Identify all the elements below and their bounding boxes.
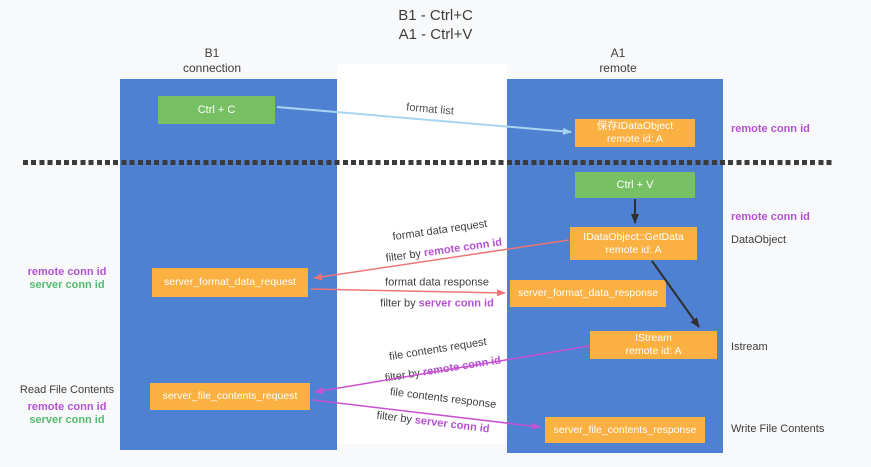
node-ctrl-c: Ctrl + C [158,96,275,124]
column-header-a1: A1 remote [538,46,698,76]
node-save-idataobject-line1: 保存IDataObject [596,120,674,132]
annotation-server-conn-id-left: server conn id [29,279,105,291]
column-b1-role: connection [182,61,242,75]
annotation-read-file-contents: Read File Contents [19,384,115,396]
node-save-idataobject: 保存IDataObject remote id: A [575,119,695,147]
node-istream-line2: remote id: A [625,345,682,357]
title-line-a1: A1 - Ctrl+V [398,26,473,43]
title-line-b1: B1 - Ctrl+C [398,7,473,24]
node-server-file-contents-request: server_file_contents_request [150,383,310,410]
node-server-format-data-response-label: server_format_data_response [517,287,659,299]
column-b1-name: B1 [204,46,220,60]
page-title: B1 - Ctrl+C A1 - Ctrl+V [0,6,871,44]
copy-paste-separator-dashed-line [23,160,833,165]
column-a1-role: remote [599,61,637,75]
edge-label-format-data-response: format data response [385,276,489,289]
node-save-idataobject-line2: remote id: A [606,133,664,145]
annotation-conn-ids-left: remote conn id server conn id [16,266,118,292]
annotation-write-file-contents: Write File Contents [731,423,825,435]
node-ctrl-v-label: Ctrl + V [616,178,654,191]
server-conn-id-text: server conn id [418,297,494,310]
column-header-b1: B1 connection [132,46,292,76]
filter-by-text: filter by [380,297,416,310]
node-server-format-data-response: server_format_data_response [510,280,666,307]
column-a1-name: A1 [610,46,626,60]
node-server-file-contents-response: server_file_contents_response [545,417,705,443]
node-ctrl-v: Ctrl + V [575,172,695,198]
node-idataobject-getdata: IDataObject::GetData remote id: A [570,227,697,260]
annotation-remote-conn-id-top: remote conn id [731,123,810,135]
node-server-file-contents-request-label: server_file_contents_request [162,390,298,402]
annotation-remote-conn-id-mid: remote conn id [731,211,810,223]
node-server-format-data-request-label: server_format_data_request [164,276,296,288]
annotation-remote-conn-id-left: remote conn id [27,266,107,278]
node-istream-line1: IStream [635,332,672,344]
node-istream: IStream remote id: A [590,331,717,359]
node-idataobject-getdata-line2: remote id: A [605,243,662,256]
node-ctrl-c-label: Ctrl + C [197,103,236,116]
node-server-format-data-request: server_format_data_request [152,268,308,297]
node-server-file-contents-response-label: server_file_contents_response [553,423,697,436]
node-idataobject-getdata-line1: IDataObject::GetData [583,230,684,243]
annotation-dataobject: DataObject [731,234,787,246]
annotation-istream: Istream [731,341,768,353]
annotation-read-file-contents-block: Read File Contents remote conn id server… [16,384,118,427]
annotation-server-conn-id-bottom: server conn id [29,414,105,426]
annotation-remote-conn-id-bottom: remote conn id [27,401,107,413]
